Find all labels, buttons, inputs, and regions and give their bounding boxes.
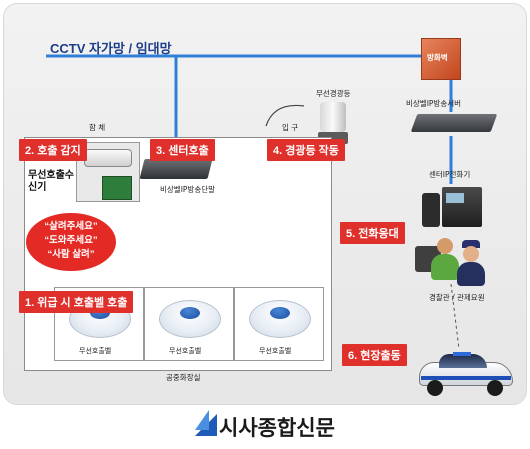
step-4-beacon: 4. 경광등 작동	[267, 139, 345, 161]
bell-label-3: 무선호출벨	[259, 347, 292, 355]
bell-label-1: 무선호출벨	[79, 347, 112, 355]
publisher-logo: 시사종합신문	[195, 408, 355, 444]
center-phone-label: 센터IP전화기	[429, 170, 471, 179]
speech-line-3: “사람 살려”	[47, 249, 95, 260]
server-icon	[410, 114, 498, 132]
receiver-device-icon	[84, 149, 132, 167]
police-to-car-line	[450, 283, 460, 350]
call-bell-icon	[249, 300, 311, 338]
step-2-detect: 2. 호출 감지	[19, 139, 87, 161]
operator-icon	[407, 236, 497, 288]
phone-icon	[422, 187, 484, 229]
firewall-label: 방화벽	[427, 53, 448, 62]
police-icon	[462, 240, 480, 248]
receiver-label: 무선호출수신기	[28, 170, 76, 194]
police-label: 경찰관 / 관제요원	[429, 293, 485, 302]
terminal-label: 비상벨IP방송단말	[160, 185, 216, 194]
call-bell-icon	[159, 300, 221, 338]
restroom-label: 공중화장실	[166, 373, 201, 382]
step-5-phone-response: 5. 전화응대	[340, 222, 405, 244]
entrance-arc	[265, 104, 305, 127]
step-6-dispatch: 6. 현장출동	[342, 344, 407, 366]
entrance-label: 입 구	[282, 123, 299, 132]
logo-mark-icon	[195, 410, 217, 436]
enclosure-label: 함 체	[89, 123, 106, 132]
bell-box-3: 무선호출벨	[234, 287, 324, 361]
speech-line-1: “살려주세요”	[44, 221, 98, 232]
diagram-frame: CCTV 자가망 / 임대망 방화벽 비상벨IP방송서버 센터IP전화기 경찰관…	[3, 3, 527, 405]
circuit-board-icon	[102, 176, 132, 200]
receiver-label-text: 무선호출수신기	[28, 170, 74, 193]
speech-line-2: “도와주세요”	[44, 235, 98, 246]
bell-box-2: 무선호출벨	[144, 287, 234, 361]
beacon-label: 무선경광등	[316, 89, 351, 98]
server-label: 비상벨IP방송서버	[406, 99, 462, 108]
police-car-icon	[409, 352, 519, 398]
step-3-center-call: 3. 센터호출	[150, 139, 215, 161]
firewall-icon: 방화벽	[421, 38, 461, 80]
bell-label-2: 무선호출벨	[169, 347, 202, 355]
terminal-device-icon	[139, 159, 213, 179]
help-speech-bubble: “살려주세요” “도와주세요” “사람 살려”	[26, 213, 116, 271]
network-label: CCTV 자가망 / 임대망	[50, 41, 172, 56]
logo-text: 시사종합신문	[219, 416, 335, 440]
step-1-bell-call: 1. 위급 시 호출벨 호출	[19, 291, 134, 313]
